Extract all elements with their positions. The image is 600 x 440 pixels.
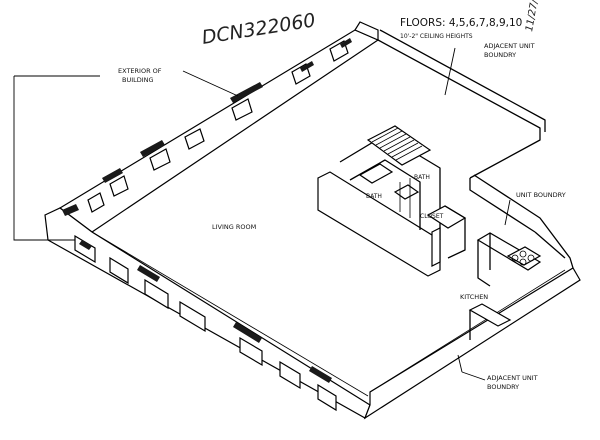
floors-label: FLOORS: 4,5,6,7,8,9,10 xyxy=(400,17,522,29)
bathroom-closet-block xyxy=(317,125,467,277)
kitchen-label: KITCHEN xyxy=(460,293,488,301)
bath-lower-label: BATH xyxy=(366,193,382,200)
ceiling-height-label: 10'-2" CEILING HEIGHTS xyxy=(400,33,473,40)
window-bays-front xyxy=(74,234,337,412)
exterior-label-line2: BUILDING xyxy=(122,76,154,84)
adjacent-unit-top-line2: BOUNDRY xyxy=(484,51,516,59)
adjacent-unit-bottom-line2: BOUNDRY xyxy=(487,383,519,391)
kitchen-block xyxy=(468,232,542,340)
document-number: DCN322060 xyxy=(200,9,317,49)
adjacent-unit-top-line1: ADJACENT UNIT xyxy=(484,42,535,50)
bath-upper-label: BATH xyxy=(414,174,430,181)
closet-label: CLOSET xyxy=(420,213,444,220)
drawing-date: 11/27/01 xyxy=(524,0,543,33)
leader-lines xyxy=(13,47,511,381)
window-bays-top xyxy=(62,38,352,216)
living-room-label: LIVING ROOM xyxy=(212,223,256,231)
adjacent-unit-bottom-line1: ADJACENT UNIT xyxy=(487,374,538,382)
exterior-label-line1: EXTERIOR OF xyxy=(118,67,162,75)
unit-boundary-label: UNIT BOUNDRY xyxy=(516,191,566,199)
